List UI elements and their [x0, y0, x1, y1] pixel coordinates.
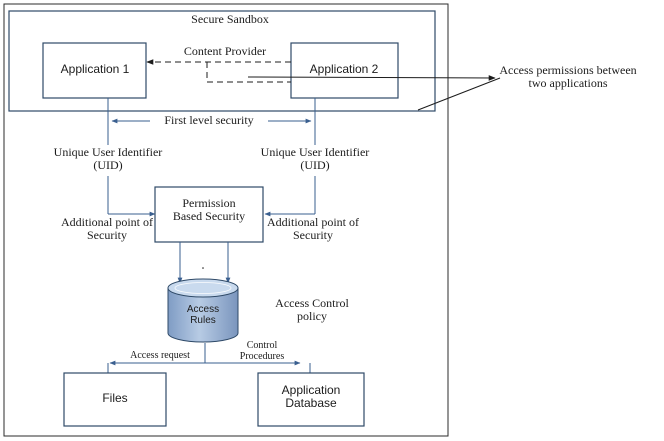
application-1-label: Application 1	[60, 62, 130, 76]
application-database-box	[257, 372, 365, 427]
application-2-box	[290, 42, 399, 99]
control-procedures-label: Control Procedures	[239, 340, 285, 363]
uid-right-label: Unique User Identifier (UID)	[260, 145, 370, 173]
files-label: Files	[102, 391, 128, 405]
access-note-pointer-lower	[417, 77, 501, 111]
application-database-label: Application Database	[281, 383, 341, 411]
access-permissions-note: Access permissions between two applicati…	[499, 63, 637, 91]
first-level-security-label: First level security	[161, 113, 257, 128]
permission-based-security-box	[154, 186, 264, 243]
sandbox-title: Secure Sandbox	[191, 12, 269, 26]
uid-left-label: Unique User Identifier (UID)	[53, 145, 163, 173]
permission-based-security-label: Permission Based Security	[172, 196, 246, 224]
outer-frame	[3, 3, 449, 437]
small-dot	[202, 267, 204, 269]
access-request-label: Access request	[130, 350, 190, 361]
application-1-box	[42, 42, 147, 99]
access-rules-cylinder	[167, 278, 239, 343]
content-provider-label: Content Provider	[183, 44, 267, 58]
application-2-label: Application 2	[309, 62, 379, 76]
additional-security-right-label: Additional point of Security	[267, 215, 359, 243]
additional-security-left-label: Additional point of Security	[61, 215, 153, 243]
files-box	[63, 372, 167, 427]
content-provider-dashed-drop	[206, 62, 291, 83]
access-control-policy-label: Access Control policy	[275, 296, 349, 324]
secure-sandbox-box	[8, 10, 436, 112]
access-note-pointer-upper	[247, 75, 496, 81]
access-rules-label: Access Rules	[186, 304, 220, 327]
